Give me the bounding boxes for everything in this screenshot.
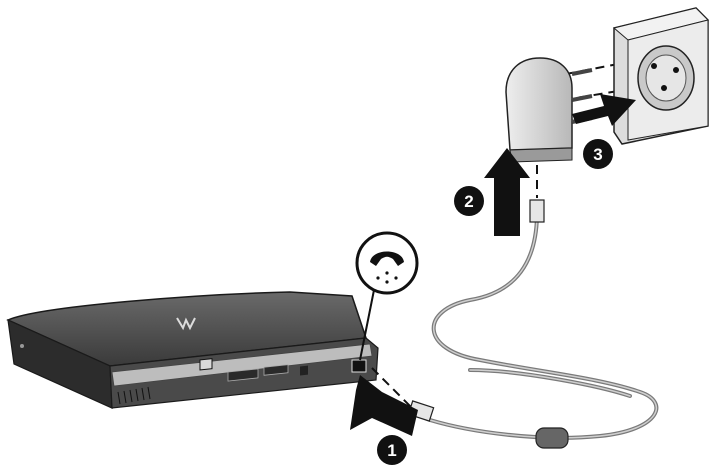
laptop xyxy=(8,292,378,408)
step-badge-3: 3 xyxy=(583,139,613,169)
wall-outlet xyxy=(614,8,708,144)
step-number-3: 3 xyxy=(593,145,602,164)
step-badge-2: 2 xyxy=(454,186,484,216)
country-adapter xyxy=(506,58,592,162)
ferrite-bead xyxy=(536,428,568,448)
cable-plug-adapter xyxy=(530,200,544,222)
step-badge-1: 1 xyxy=(377,435,407,465)
modem-jack xyxy=(352,360,366,372)
phone-cable xyxy=(420,216,656,438)
arrow-step-1 xyxy=(350,375,418,436)
step-number-1: 1 xyxy=(387,441,396,460)
step-number-2: 2 xyxy=(464,192,473,211)
